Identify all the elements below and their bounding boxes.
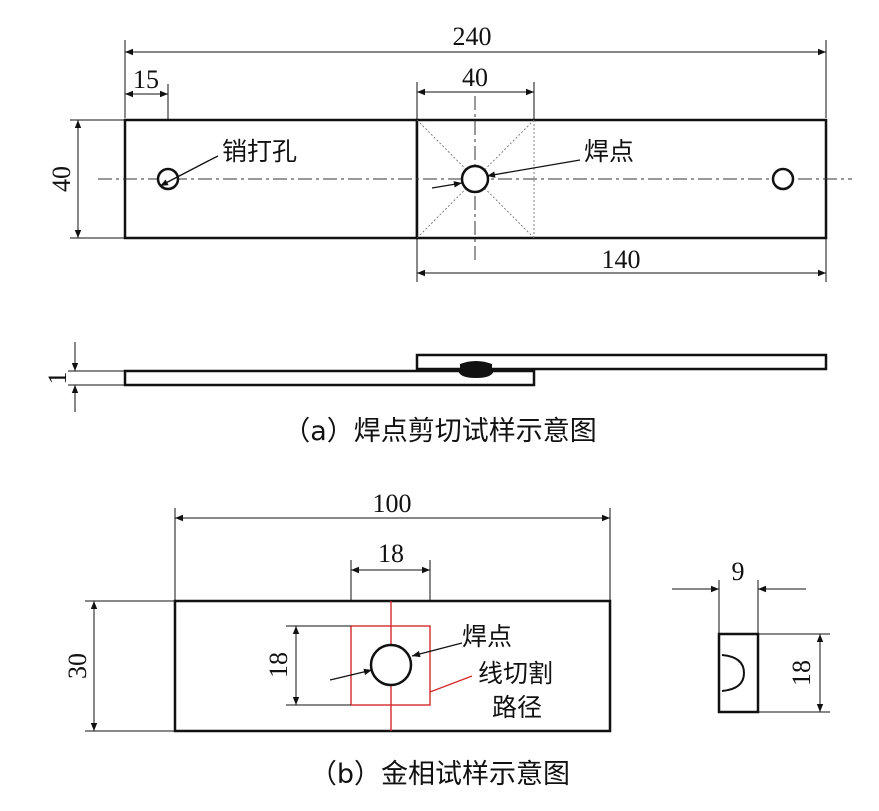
weld-spot-circle <box>460 164 490 194</box>
figure-b: 100 18 30 18 <box>63 489 830 790</box>
side-specimen-weld-arc <box>721 654 746 692</box>
figure-a: 240 15 40 40 <box>43 22 852 447</box>
dim-30: 30 <box>63 600 175 732</box>
side-specimen-block <box>717 632 760 714</box>
side-view: 1 <box>43 342 828 412</box>
dim-140: 140 <box>416 238 827 282</box>
label-cut-path-line2: 路径 <box>492 693 542 722</box>
dim-thickness: 1 <box>43 372 72 385</box>
dim-square-height: 18 <box>264 652 293 678</box>
dim-weld-zone: 40 <box>462 63 488 92</box>
dim-right-length: 140 <box>602 245 641 274</box>
leader-cut-path: 线切割 路径 <box>429 659 553 722</box>
caption-b: （b）金相试样示意图 <box>310 759 570 790</box>
dim-100: 100 <box>174 489 611 600</box>
dim-side-height: 18 <box>787 660 816 686</box>
dim-side-width: 9 <box>732 557 745 586</box>
dim-pin-offset: 15 <box>133 65 159 94</box>
pin-hole-right <box>771 167 795 191</box>
weld-nugget-top <box>460 361 492 369</box>
weld-nugget <box>458 369 494 378</box>
dim-18-vertical: 18 <box>264 625 351 706</box>
dim-40-weld-zone: 40 <box>416 63 535 120</box>
cut-path-leader <box>429 675 473 693</box>
label-cut-path-line1: 线切割 <box>478 659 553 688</box>
label-weld-spot-b: 焊点 <box>462 622 512 651</box>
dim-40-width: 40 <box>47 119 125 239</box>
leader-weld-spot: 焊点 <box>431 137 634 189</box>
leader-weld-spot-b: 焊点 <box>329 622 512 681</box>
dim-240: 240 <box>124 22 827 118</box>
label-weld-spot-a: 焊点 <box>584 137 634 166</box>
leader-pin-hole: 销打孔 <box>159 137 297 187</box>
dim-height: 30 <box>63 653 92 679</box>
right-plate-side <box>415 353 828 371</box>
side-specimen: 9 18 <box>672 557 830 714</box>
dim-total-length: 240 <box>453 22 492 51</box>
dim-square-width: 18 <box>378 539 404 568</box>
weld-spot-circle-b <box>369 643 413 687</box>
dim-length: 100 <box>373 489 412 518</box>
label-pin-hole: 销打孔 <box>222 137 297 166</box>
caption-a: （a）焊点剪切试样示意图 <box>283 416 597 447</box>
left-plate-side <box>123 369 536 387</box>
dim-width: 40 <box>47 166 76 192</box>
